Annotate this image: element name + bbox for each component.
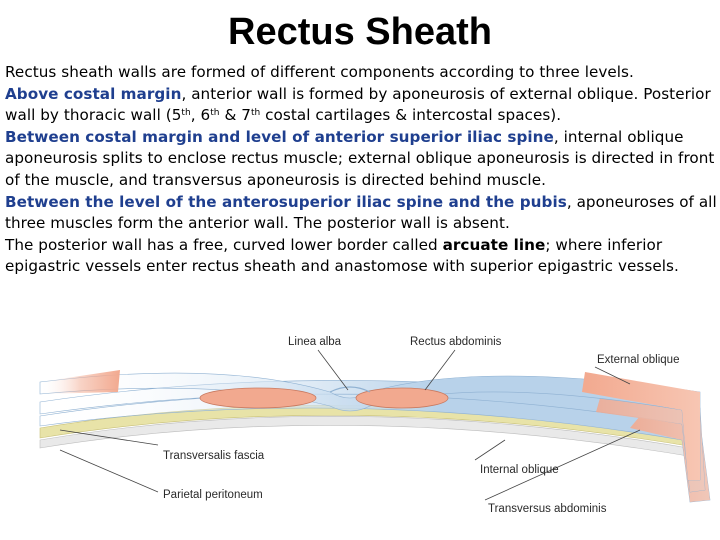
leader-lines (59, 349, 641, 501)
text-above-costal-margin: , anterior wall is formed by aponeurosis… (5, 84, 711, 125)
highlight-between-asis-pubis: Between the level of the anterosuperior … (5, 192, 567, 211)
superscript-th-2: th (210, 108, 220, 119)
label-transversus-abdominis: Transversus abdominis (488, 503, 607, 515)
highlight-above-costal-margin: Above costal margin (5, 84, 182, 103)
external-oblique-muscle-left (40, 370, 120, 394)
text-7: & 7 (219, 106, 251, 125)
text-posterior-wall: The posterior wall has a free, curved lo… (5, 235, 443, 254)
internal-oblique-muscle (596, 398, 705, 492)
label-parietal-peritoneum: Parietal peritoneum (163, 489, 263, 501)
highlight-between-costal-margin-asis: Between costal margin and level of anter… (5, 127, 554, 146)
text-costal-cartilages: costal cartilages & intercostal spaces). (260, 106, 562, 125)
paragraph-levels-text: Rectus sheath walls are formed of differ… (5, 63, 634, 81)
superscript-th-1: th (181, 108, 191, 119)
slide-title: Rectus Sheath (228, 11, 492, 53)
external-oblique-muscle-right (582, 372, 700, 480)
rectus-abdominis-right (355, 387, 449, 409)
label-linea-alba: Linea alba (288, 336, 342, 348)
text-between-costal-margin-asis: , internal oblique aponeurosis splits to… (5, 127, 715, 189)
label-rectus-abdominis: Rectus abdominis (410, 336, 502, 348)
paragraph-levels: Rectus sheath walls are formed of differ… (5, 62, 717, 84)
label-transversalis-fascia: Transversalis fascia (163, 450, 265, 462)
paragraph-above-costal-margin: Above costal margin, anterior wall is fo… (5, 84, 717, 127)
rectus-sheath-diagram: Linea alba Rectus abdominis External obl… (39, 336, 711, 515)
text-between-asis-pubis: , aponeuroses of all three muscles form … (5, 192, 717, 233)
paragraph-between-asis-pubis: Between the level of the anterosuperior … (5, 192, 717, 235)
paragraph-arcuate-line: The posterior wall has a free, curved lo… (5, 235, 717, 278)
superscript-th-3: th (250, 108, 261, 119)
bold-arcuate-line: arcuate line (442, 235, 546, 254)
linea-alba-mark (329, 386, 371, 393)
label-internal-oblique: Internal oblique (480, 464, 559, 476)
paragraph-between-costal-margin-asis: Between costal margin and level of anter… (5, 127, 717, 192)
rectus-abdominis-left (199, 387, 317, 409)
body-text: Rectus sheath walls are formed of differ… (5, 62, 717, 278)
label-external-oblique: External oblique (597, 354, 679, 366)
text-6: , 6 (190, 106, 211, 125)
text-epigastric-vessels: ; where inferior epigastric vessels ente… (5, 235, 679, 276)
